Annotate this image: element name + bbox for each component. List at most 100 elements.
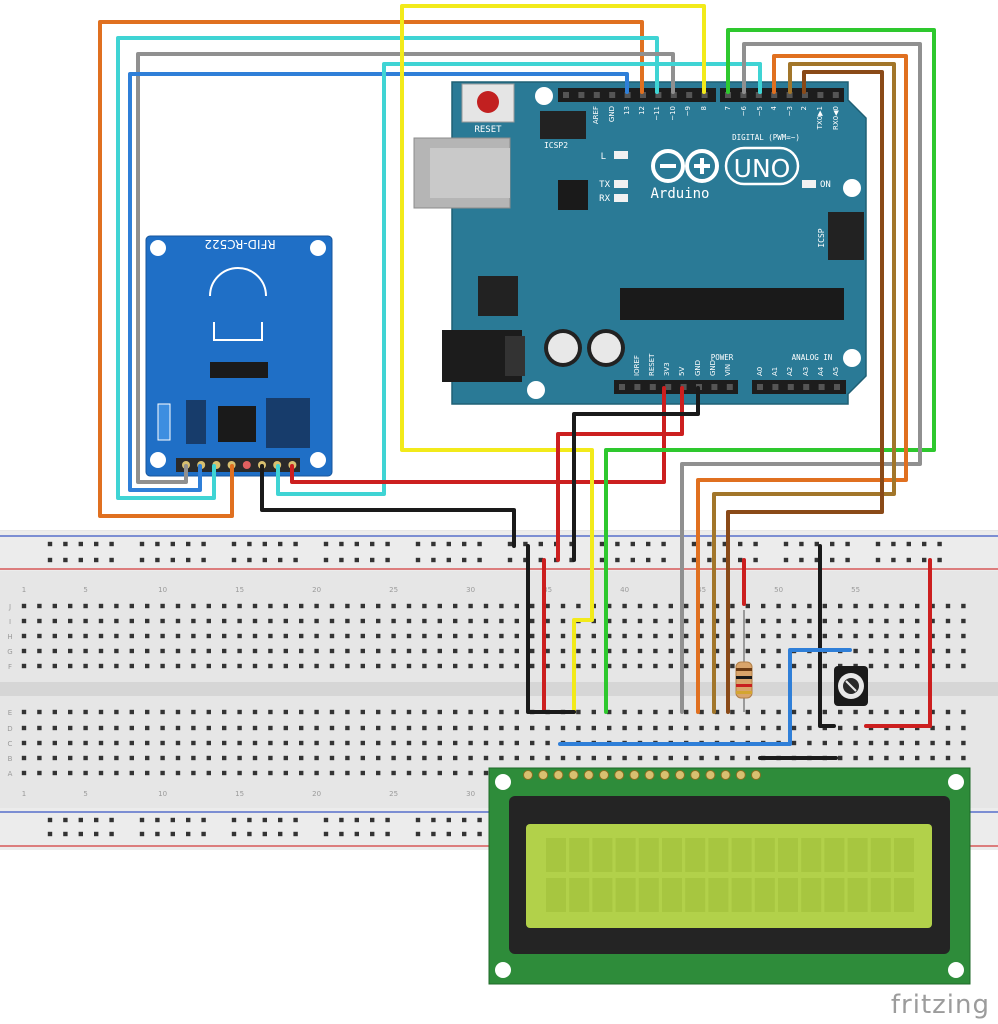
fritzing-watermark: fritzing xyxy=(890,990,990,1020)
analog-label: ANALOG IN xyxy=(792,353,833,362)
row-letter: G xyxy=(7,648,12,656)
rail-hole xyxy=(415,817,421,823)
breadboard-hole xyxy=(714,603,720,609)
breadboard-hole xyxy=(114,755,119,761)
breadboard-hole xyxy=(468,663,473,669)
breadboard-hole xyxy=(514,709,519,715)
breadboard-hole xyxy=(838,709,843,715)
breadboard-hole xyxy=(576,633,581,639)
rail-hole xyxy=(47,817,53,823)
rail-hole xyxy=(63,831,68,837)
rail-hole xyxy=(339,817,344,823)
digital-pin-label: 8 xyxy=(700,106,708,110)
rail-hole xyxy=(370,817,375,823)
breadboard-hole xyxy=(776,603,781,609)
potentiometer-icon xyxy=(834,666,868,706)
breadboard-hole xyxy=(129,725,134,731)
breadboard-hole xyxy=(560,633,566,639)
rail-hole xyxy=(186,817,191,823)
breadboard-hole xyxy=(268,648,273,654)
rail-hole xyxy=(231,831,237,837)
rail-hole xyxy=(170,541,175,547)
breadboard-hole xyxy=(761,709,766,715)
breadboard-hole xyxy=(268,740,273,746)
breadboard-hole xyxy=(730,709,735,715)
lcd-16x2-display xyxy=(488,767,971,985)
breadboard-hole xyxy=(560,618,566,624)
breadboard-hole xyxy=(714,725,720,731)
breadboard-hole xyxy=(437,709,442,715)
wire-yellow xyxy=(400,4,706,714)
breadboard-hole xyxy=(360,603,365,609)
breadboard-hole xyxy=(915,663,920,669)
breadboard-hole xyxy=(607,725,612,731)
breadboard-hole xyxy=(37,755,42,761)
breadboard-hole xyxy=(222,663,227,669)
breadboard-hole xyxy=(468,709,473,715)
wire-gray-rfid xyxy=(136,52,675,484)
breadboard-hole xyxy=(899,618,904,624)
breadboard-hole xyxy=(437,663,442,669)
breadboard-hole xyxy=(299,725,304,731)
breadboard-hole xyxy=(37,633,42,639)
breadboard-hole xyxy=(945,633,951,639)
lcd-cell xyxy=(847,838,868,872)
rail-hole xyxy=(738,557,743,563)
rail-hole xyxy=(139,817,145,823)
breadboard-hole xyxy=(453,663,458,669)
rail-hole xyxy=(94,831,99,837)
rail-hole xyxy=(323,541,329,547)
breadboard-hole xyxy=(545,755,550,761)
rail-hole xyxy=(278,541,283,547)
breadboard-hole xyxy=(206,663,211,669)
breadboard-hole xyxy=(653,633,658,639)
breadboard-hole xyxy=(191,648,196,654)
breadboard-hole xyxy=(206,603,211,609)
rail-hole xyxy=(538,541,543,547)
breadboard-hole xyxy=(915,740,920,746)
breadboard-hole xyxy=(283,755,288,761)
rail-hole xyxy=(247,831,252,837)
breadboard-hole xyxy=(468,740,473,746)
header-pin xyxy=(655,92,662,98)
lcd-header-pins xyxy=(523,770,761,780)
lcd-cell xyxy=(615,838,636,872)
rail-hole xyxy=(231,557,237,563)
breadboard-hole xyxy=(206,709,211,715)
breadboard-hole xyxy=(622,603,627,609)
breadboard-hole xyxy=(453,770,458,776)
breadboard-hole xyxy=(145,755,150,761)
breadboard-hole xyxy=(576,755,581,761)
breadboard-hole xyxy=(761,603,766,609)
rail-hole xyxy=(507,557,513,563)
breadboard-hole xyxy=(622,709,627,715)
row-letter: F xyxy=(8,663,12,671)
icsp2-label: ICSP2 xyxy=(544,141,568,150)
header-pin xyxy=(665,384,672,390)
breadboard-hole xyxy=(191,618,196,624)
breadboard-hole xyxy=(145,709,150,715)
breadboard-hole xyxy=(699,618,704,624)
lcd-cell xyxy=(731,838,752,872)
rail-hole xyxy=(630,557,635,563)
breadboard-hole xyxy=(437,725,442,731)
breadboard-hole xyxy=(653,709,658,715)
rail-hole xyxy=(370,557,375,563)
breadboard-hole xyxy=(345,603,350,609)
breadboard-hole xyxy=(299,603,304,609)
breadboard-hole xyxy=(376,755,381,761)
breadboard-hole xyxy=(822,603,827,609)
lcd-cell xyxy=(592,838,613,872)
breadboard-hole xyxy=(406,755,412,761)
rail-hole xyxy=(354,817,359,823)
rail-hole xyxy=(78,817,83,823)
breadboard-hole xyxy=(761,618,766,624)
breadboard-hole xyxy=(791,725,797,731)
breadboard-hole xyxy=(237,618,242,624)
breadboard-hole xyxy=(98,663,104,669)
breadboard-hole xyxy=(314,633,319,639)
rail-hole xyxy=(262,557,267,563)
breadboard-hole xyxy=(884,633,889,639)
rail-hole xyxy=(247,557,252,563)
breadboard-hole xyxy=(268,633,273,639)
